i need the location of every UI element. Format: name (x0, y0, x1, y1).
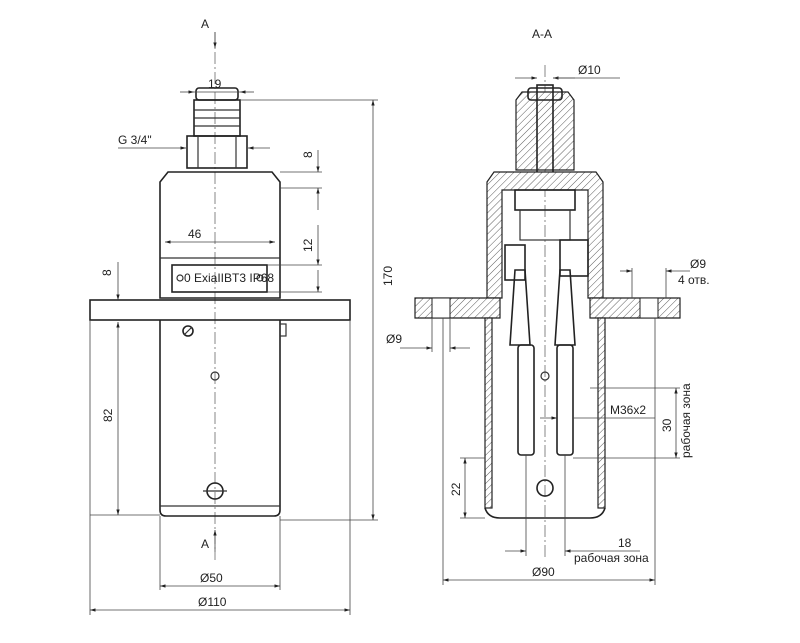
dim-holes-diameter: Ø9 (690, 257, 706, 271)
front-view: 0 ExiaIIBT3 IP68 A A 19 G 3/4" 8 46 (89, 17, 395, 615)
fitting (186, 87, 248, 169)
dim-flange-thickness: 8 (100, 269, 114, 276)
dim-cap-height: 8 (301, 151, 315, 158)
label-plate (171, 264, 268, 293)
working-zone-label-vertical: рабочая зона (679, 383, 693, 458)
plate-label: 0 ExiaIIBT3 IP68 (184, 271, 274, 285)
dim-working-zone-width: 18 (618, 536, 632, 550)
dim-housing-width: 46 (188, 227, 202, 241)
screw-icon (182, 325, 194, 337)
dim-outer-diameter: Ø90 (532, 565, 555, 579)
dim-fitting-diameter: Ø10 (578, 63, 601, 77)
dim-plate-height: 12 (301, 238, 315, 252)
dim-body-height: 82 (101, 408, 115, 422)
dim-total-height: 170 (381, 266, 395, 286)
working-zone-label-horizontal: рабочая зона (574, 551, 649, 565)
dim-working-zone-height: 30 (660, 418, 674, 432)
section-title: A-A (532, 27, 552, 41)
dim-bottom-height: 22 (449, 482, 463, 496)
flange (89, 299, 351, 321)
housing (159, 171, 281, 299)
dim-body-diameter: Ø50 (200, 571, 223, 585)
dim-fitting-width: 19 (208, 77, 222, 91)
section-mark-bottom: A (201, 537, 209, 551)
dim-flange-diameter: Ø110 (198, 595, 227, 609)
body (159, 320, 281, 517)
dim-hole-left: Ø9 (386, 332, 402, 346)
section-mark-top: A (201, 17, 209, 31)
dim-thread: G 3/4" (118, 133, 152, 147)
dim-thread-m36: M36x2 (610, 403, 646, 417)
section-view: A-A Ø10 Ø9 (386, 27, 710, 585)
dim-holes-count: 4 отв. (678, 273, 710, 287)
